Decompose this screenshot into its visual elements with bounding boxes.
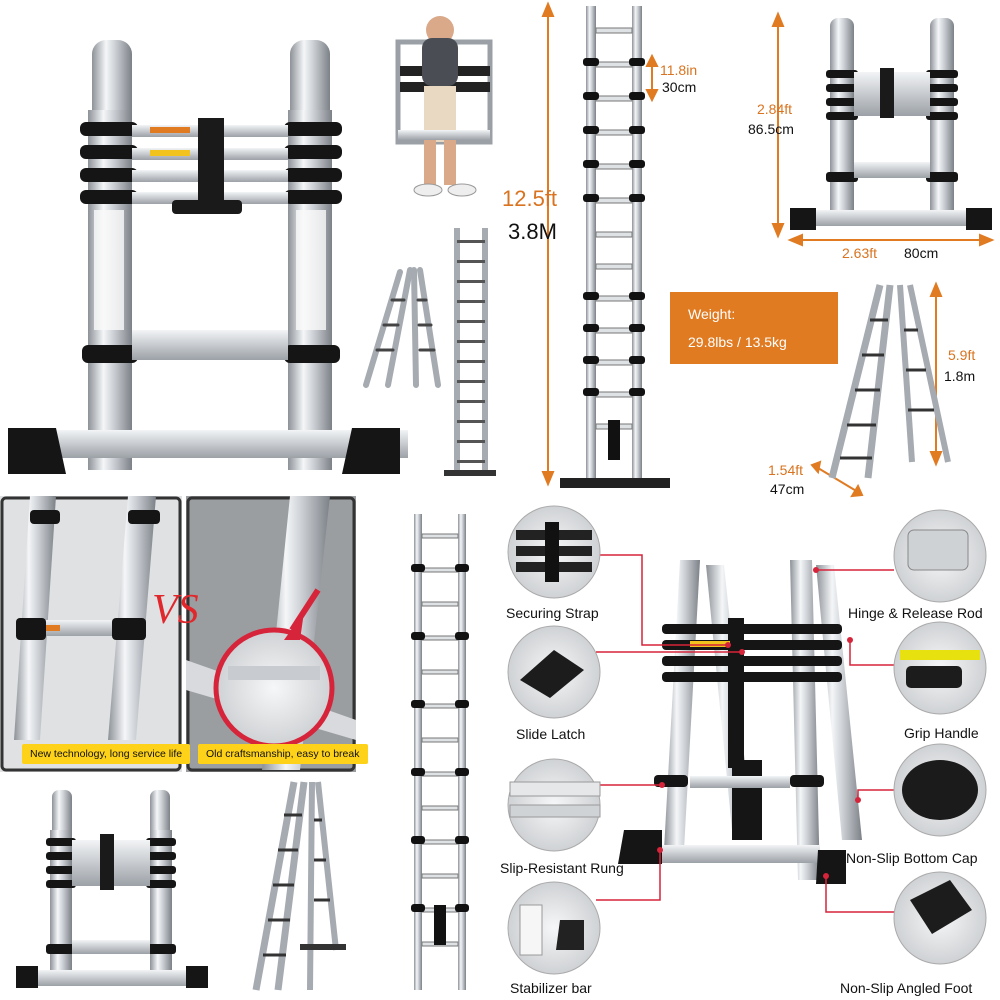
- rung-in-label: 11.8in: [660, 62, 698, 78]
- feature-slip-rung: Slip-Resistant Rung: [500, 860, 624, 876]
- ladder-a-frame-small: [363, 267, 441, 388]
- dimension-arrows: [541, 1, 995, 498]
- feature-grip: Grip Handle: [904, 725, 979, 741]
- ladder-extended-tall: [560, 6, 670, 488]
- comparison-bad-badge: Old craftsmanship, easy to break: [198, 744, 368, 764]
- a-base-cm-label: 47cm: [770, 481, 805, 497]
- height-m-label: 3.8M: [508, 219, 557, 244]
- comparison-vs: VS: [152, 587, 199, 633]
- feature-slide-latch: Slide Latch: [516, 726, 586, 742]
- a-base-ft-label: 1.54ft: [768, 462, 804, 478]
- ladder-extended-bottom: [411, 514, 469, 990]
- ladder-compact-topright: [790, 18, 992, 230]
- ladder-straight-medium: [444, 228, 496, 476]
- feature-stabilizer: Stabilizer bar: [510, 980, 592, 996]
- ladder-front-large: [8, 40, 408, 474]
- feature-securing-strap: Securing Strap: [506, 605, 599, 621]
- base-cm-label: 80cm: [904, 245, 939, 261]
- ladder-compact-bottomleft: [16, 790, 208, 988]
- weight-value: 29.8lbs / 13.5kg: [688, 334, 787, 350]
- width-top-cm-label: 86.5cm: [748, 121, 794, 137]
- a-height-m-label: 1.8m: [944, 368, 976, 384]
- rung-cm-label: 30cm: [662, 79, 697, 95]
- callout-lines: [596, 554, 894, 913]
- ladder-a-frame-perspective: [828, 284, 951, 479]
- weight-label: Weight:: [688, 306, 736, 322]
- feature-hinge: Hinge & Release Rod: [848, 605, 983, 621]
- weight-box: [670, 292, 838, 364]
- width-top-ft-label: 2.84ft: [757, 101, 793, 117]
- feature-diagram-ladder: [618, 560, 862, 884]
- feature-circles: [507, 505, 987, 975]
- ladder-a-frame-bottom: [252, 781, 346, 991]
- feature-bottom-cap: Non-Slip Bottom Cap: [846, 850, 978, 866]
- a-height-ft-label: 5.9ft: [948, 347, 976, 363]
- base-ft-label: 2.63ft: [842, 245, 878, 261]
- person-carrying-ladder: [395, 16, 493, 197]
- height-ft-label: 12.5ft: [502, 186, 558, 211]
- comparison-good-badge: New technology, long service life: [22, 744, 191, 764]
- comparison-panels: [0, 496, 356, 772]
- feature-angled-foot: Non-Slip Angled Foot: [840, 980, 973, 996]
